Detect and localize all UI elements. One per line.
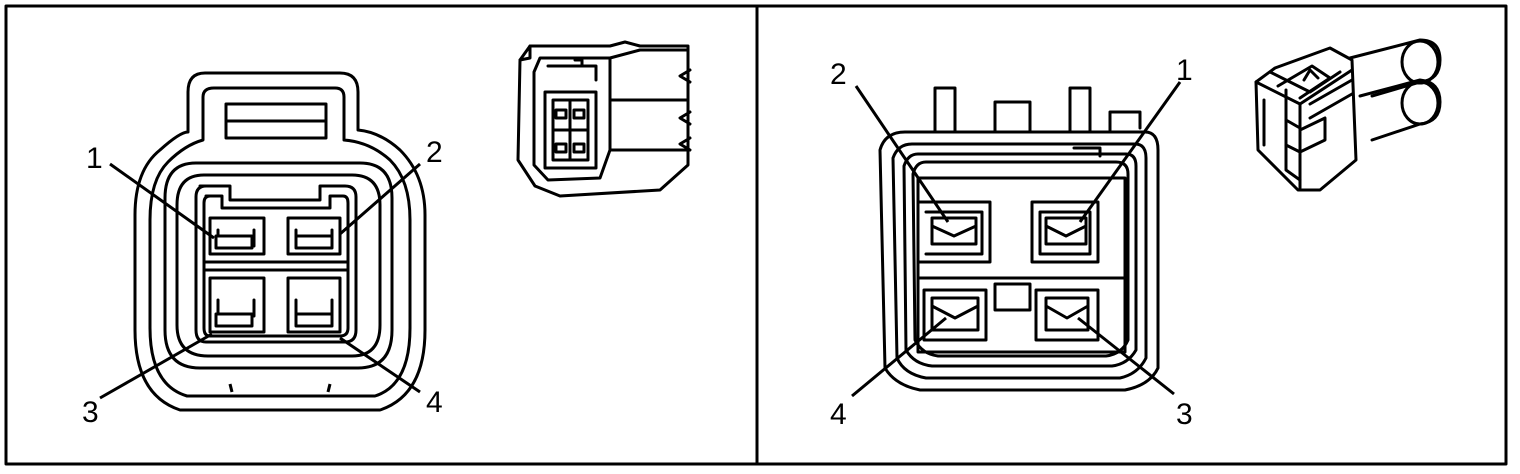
right-leader-2 [854, 85, 950, 223]
right-connector-face [878, 86, 1160, 392]
left-pin-label-1: 1 [86, 142, 103, 175]
right-pin-label-3: 3 [1176, 398, 1193, 431]
left-leader-2 [339, 162, 421, 236]
left-leader-3 [99, 332, 213, 400]
right-pin-label-4: 4 [830, 398, 847, 431]
right-pin-label-1: 1 [1176, 54, 1193, 87]
left-leader-4 [339, 336, 421, 394]
right-leader-1 [1078, 81, 1182, 223]
right-leader-3 [1077, 316, 1175, 396]
left-connector-iso-view [516, 40, 692, 198]
left-pin-label-3: 3 [82, 396, 99, 429]
right-connector-iso-view [1254, 38, 1442, 192]
right-pin-label-2: 2 [830, 58, 847, 91]
right-leader-4 [851, 316, 947, 398]
left-pin-label-4: 4 [426, 386, 443, 419]
left-leader-1 [109, 162, 215, 240]
left-pin-label-2: 2 [426, 136, 443, 169]
left-connector-face [133, 71, 427, 412]
